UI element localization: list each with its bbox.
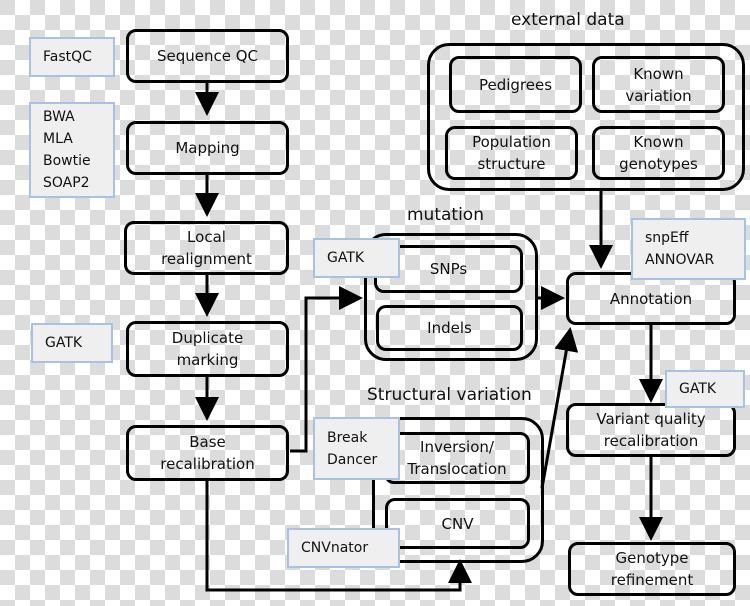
arrow-structural-to-annotation (540, 327, 579, 489)
base-recalibration-step: Base recalibration (126, 425, 289, 481)
genotype-refinement-step: Genotype refinement (568, 542, 736, 596)
gatk-duplicate-tool: GATK (31, 323, 113, 363)
breakdancer-tool: Break Dancer (313, 417, 400, 480)
mutation-group (364, 233, 538, 361)
structural-variation-title: Structural variation (367, 385, 532, 405)
mutation-title: mutation (407, 205, 484, 225)
external-data-title: external data (511, 10, 625, 30)
population-structure-box: Population structure (445, 126, 578, 180)
pedigrees-box: Pedigrees (449, 56, 582, 113)
cnvnator-tool: CNVnator (287, 528, 400, 568)
cnv-box: CNV (385, 498, 530, 549)
mappers-tool: BWA MLA Bowtie SOAP2 (29, 102, 115, 198)
variant-quality-recalibration-step: Variant quality recalibration (566, 403, 736, 457)
known-variation-box: Known variation (592, 56, 725, 113)
inversion-translocation-box: Inversion/ Translocation (384, 432, 530, 484)
sequence-qc-step: Sequence QC (126, 29, 289, 83)
fastqc-tool: FastQC (29, 37, 115, 77)
gatk-mutation-tool: GATK (313, 238, 400, 278)
duplicate-marking-step: Duplicate marking (126, 321, 289, 377)
local-realignment-step: Local realignment (124, 221, 289, 275)
structural-variation-group (372, 417, 544, 563)
mapping-step: Mapping (126, 121, 289, 175)
arrow-baserecal-to-structural (205, 480, 472, 592)
known-genotypes-box: Known genotypes (592, 126, 725, 180)
external-data-group (427, 43, 745, 191)
annotators-tool: snpEff ANNOVAR (631, 218, 746, 280)
indels-box: Indels (376, 305, 523, 351)
gatk-vqr-tool: GATK (665, 370, 745, 408)
arrow-baserecal-to-mutation (290, 286, 363, 453)
